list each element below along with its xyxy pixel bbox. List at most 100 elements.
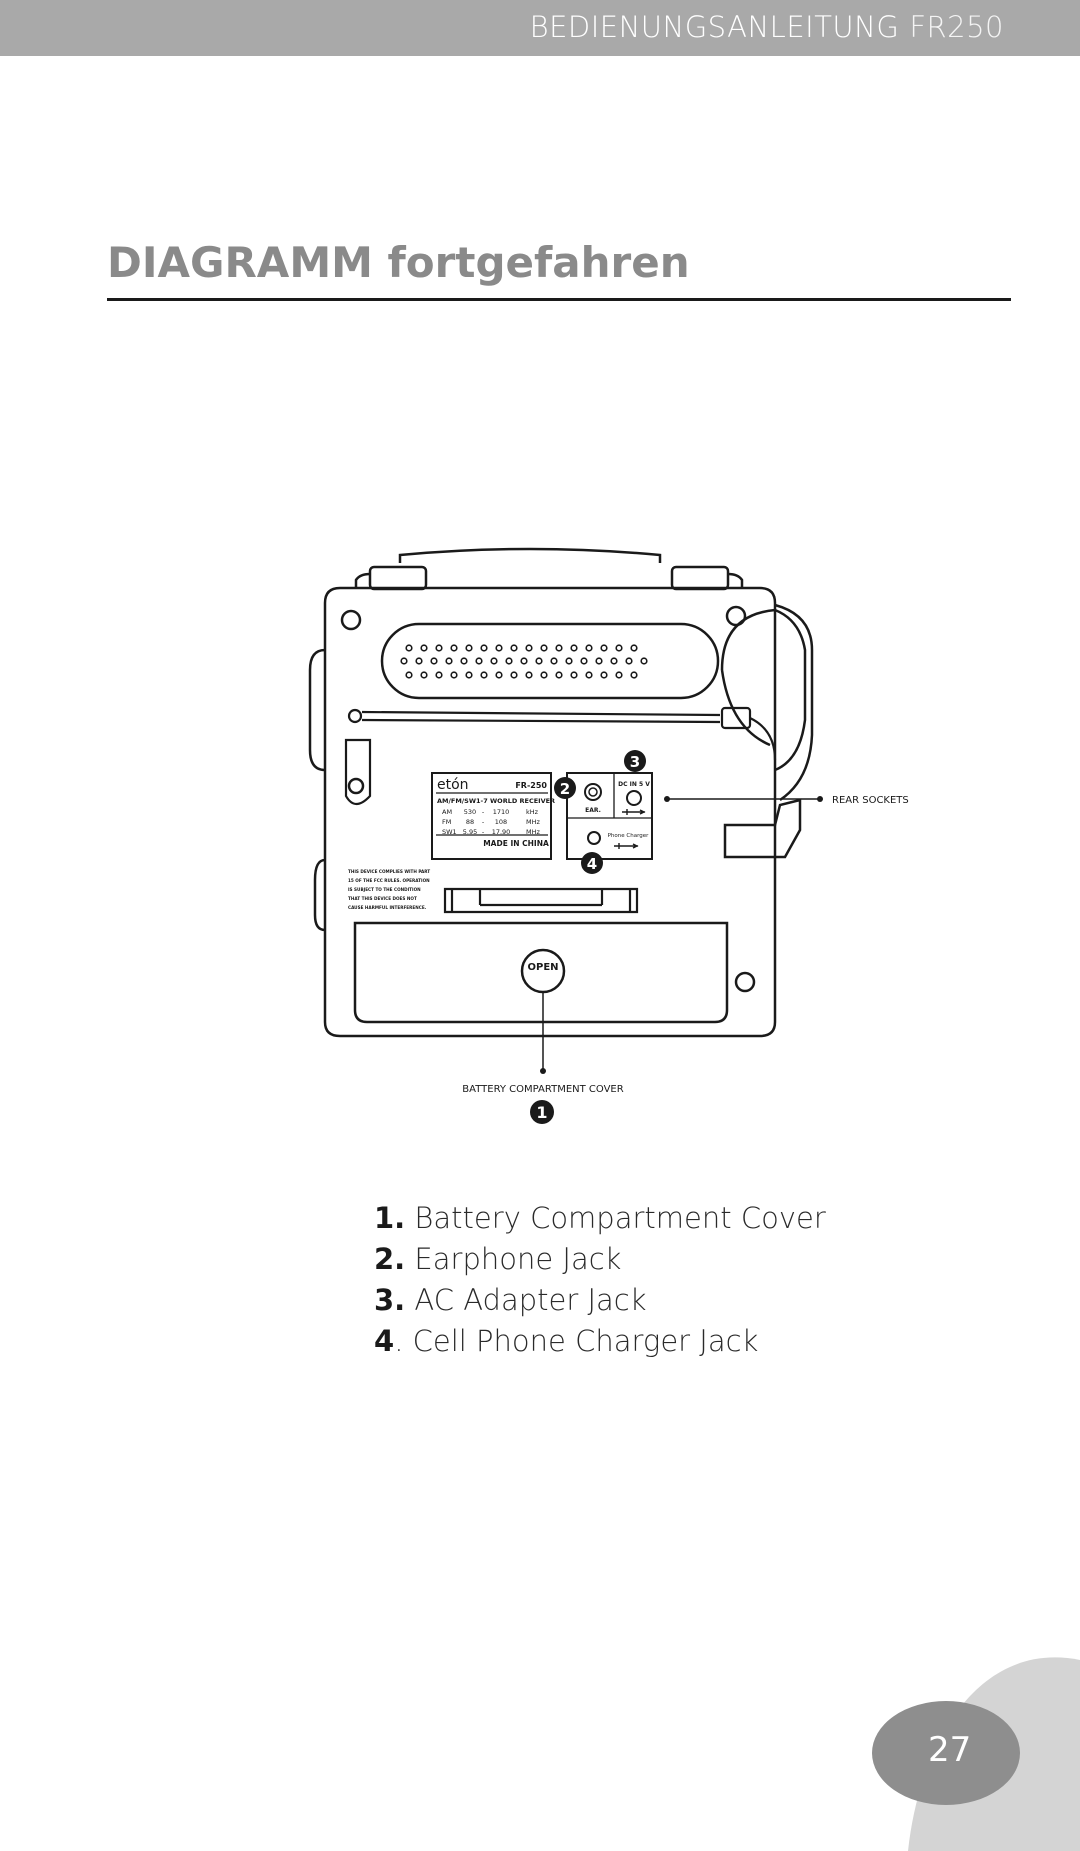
legend-item: 1. Battery Compartment Cover (374, 1198, 826, 1239)
grille-hole (525, 671, 533, 679)
callout-3: 3 (624, 750, 646, 772)
open-label: OPEN (527, 962, 558, 973)
page-number-blob (872, 1701, 1020, 1805)
title-divider (107, 298, 1011, 301)
radio-body (308, 586, 814, 1038)
grille-hole (465, 671, 473, 679)
grille-hole (610, 657, 618, 665)
grille-hole (495, 671, 503, 679)
grille-hole (430, 657, 438, 665)
legend-item: 4. Cell Phone Charger Jack (374, 1321, 826, 1362)
grille-hole (400, 657, 408, 665)
grille-hole (510, 671, 518, 679)
grille-hole (630, 644, 638, 652)
grille-hole (435, 671, 443, 679)
band-band: FM (442, 818, 451, 826)
grille-hole (535, 657, 543, 665)
svg-text:4: 4 (587, 855, 597, 873)
grille-hole (520, 657, 528, 665)
rear-sockets-leader: REAR SOCKETS (664, 795, 909, 806)
band-high: 17.90 (492, 828, 511, 836)
legend-number: 2. (374, 1242, 406, 1276)
grille-hole (415, 657, 423, 665)
band-dash: - (482, 818, 485, 826)
grille-hole (465, 644, 473, 652)
grille-hole (420, 644, 428, 652)
rear-sockets-label: REAR SOCKETS (832, 795, 909, 806)
battery-cover-label: BATTERY COMPARTMENT COVER (462, 1084, 623, 1095)
fcc-notice-line: IS SUBJECT TO THE CONDITION (348, 887, 421, 892)
band-high: 1710 (493, 808, 510, 816)
legend-number: 4 (374, 1324, 395, 1358)
grille-hole (580, 657, 588, 665)
phone-charger-jack (587, 831, 601, 845)
grille-hole (585, 644, 593, 652)
band-low: 530 (464, 808, 476, 816)
phone-charger-label: Phone Charger (608, 833, 650, 839)
grille-hole (565, 657, 573, 665)
grille-hole (625, 657, 633, 665)
grille-hole (475, 657, 483, 665)
grille-hole (640, 657, 648, 665)
legend-label: AC Adapter Jack (414, 1283, 647, 1317)
charger-polarity-icon (614, 843, 639, 849)
parts-legend: 1. Battery Compartment Cover 2. Earphone… (374, 1198, 826, 1362)
battery-compartment-cover: OPEN (353, 921, 729, 1024)
grille-hole (600, 671, 608, 679)
svg-text:1: 1 (536, 1103, 547, 1122)
grille-hole (460, 657, 468, 665)
product-label: etón FR-250 AM/FM/SW1-7 WORLD RECEIVER A… (431, 772, 555, 860)
legend-item: 2. Earphone Jack (374, 1239, 826, 1280)
grille-hole (615, 671, 623, 679)
grille-hole (480, 644, 488, 652)
grille-hole (480, 671, 488, 679)
grille-hole (405, 644, 413, 652)
grille-hole (615, 644, 623, 652)
label-receiver: AM/FM/SW1-7 WORLD RECEIVER (437, 797, 555, 805)
grille-hole (600, 644, 608, 652)
speaker-grille (380, 622, 720, 700)
band-unit: MHz (526, 818, 540, 826)
earphone-jack (584, 783, 602, 801)
grille-hole (435, 644, 443, 652)
grille-hole (495, 644, 503, 652)
grille-hole (525, 644, 533, 652)
grille-hole (540, 671, 548, 679)
battery-cover-leader: BATTERY COMPARTMENT COVER (462, 992, 624, 1095)
grille-hole (595, 657, 603, 665)
grille-hole (555, 671, 563, 679)
band-unit: kHz (526, 808, 539, 816)
battery-hinge (443, 887, 639, 914)
legend-label: Earphone Jack (414, 1242, 622, 1276)
antenna (344, 706, 777, 806)
page-corner-decoration (872, 1657, 1080, 1851)
grille-hole (505, 657, 513, 665)
band-high: 108 (495, 818, 507, 826)
label-model: FR-250 (515, 781, 547, 790)
grille-hole (450, 644, 458, 652)
grille-hole (570, 644, 578, 652)
section-title: DIAGRAMM fortgefahren (107, 238, 690, 287)
band-band: AM (442, 808, 452, 816)
grille-hole (450, 671, 458, 679)
grille-hole (570, 671, 578, 679)
band-low: 5.95 (463, 828, 477, 836)
callout-1: 1 (530, 1100, 554, 1124)
callout-4: 4 (581, 852, 603, 874)
grille-hole (555, 644, 563, 652)
legend-item: 3. AC Adapter Jack (374, 1280, 826, 1321)
band-dash: - (482, 828, 485, 836)
svg-text:2: 2 (560, 780, 570, 798)
label-origin: MADE IN CHINA (483, 839, 549, 848)
brand-logo: etón (437, 777, 469, 793)
page-number: 27 (928, 1730, 972, 1770)
band-unit: MHz (526, 828, 540, 836)
grille-hole (540, 644, 548, 652)
fcc-notice-line: THAT THIS DEVICE DOES NOT (348, 896, 417, 901)
manual-label: BEDIENUNGSANLEITUNG (529, 10, 900, 44)
grille-hole (490, 657, 498, 665)
